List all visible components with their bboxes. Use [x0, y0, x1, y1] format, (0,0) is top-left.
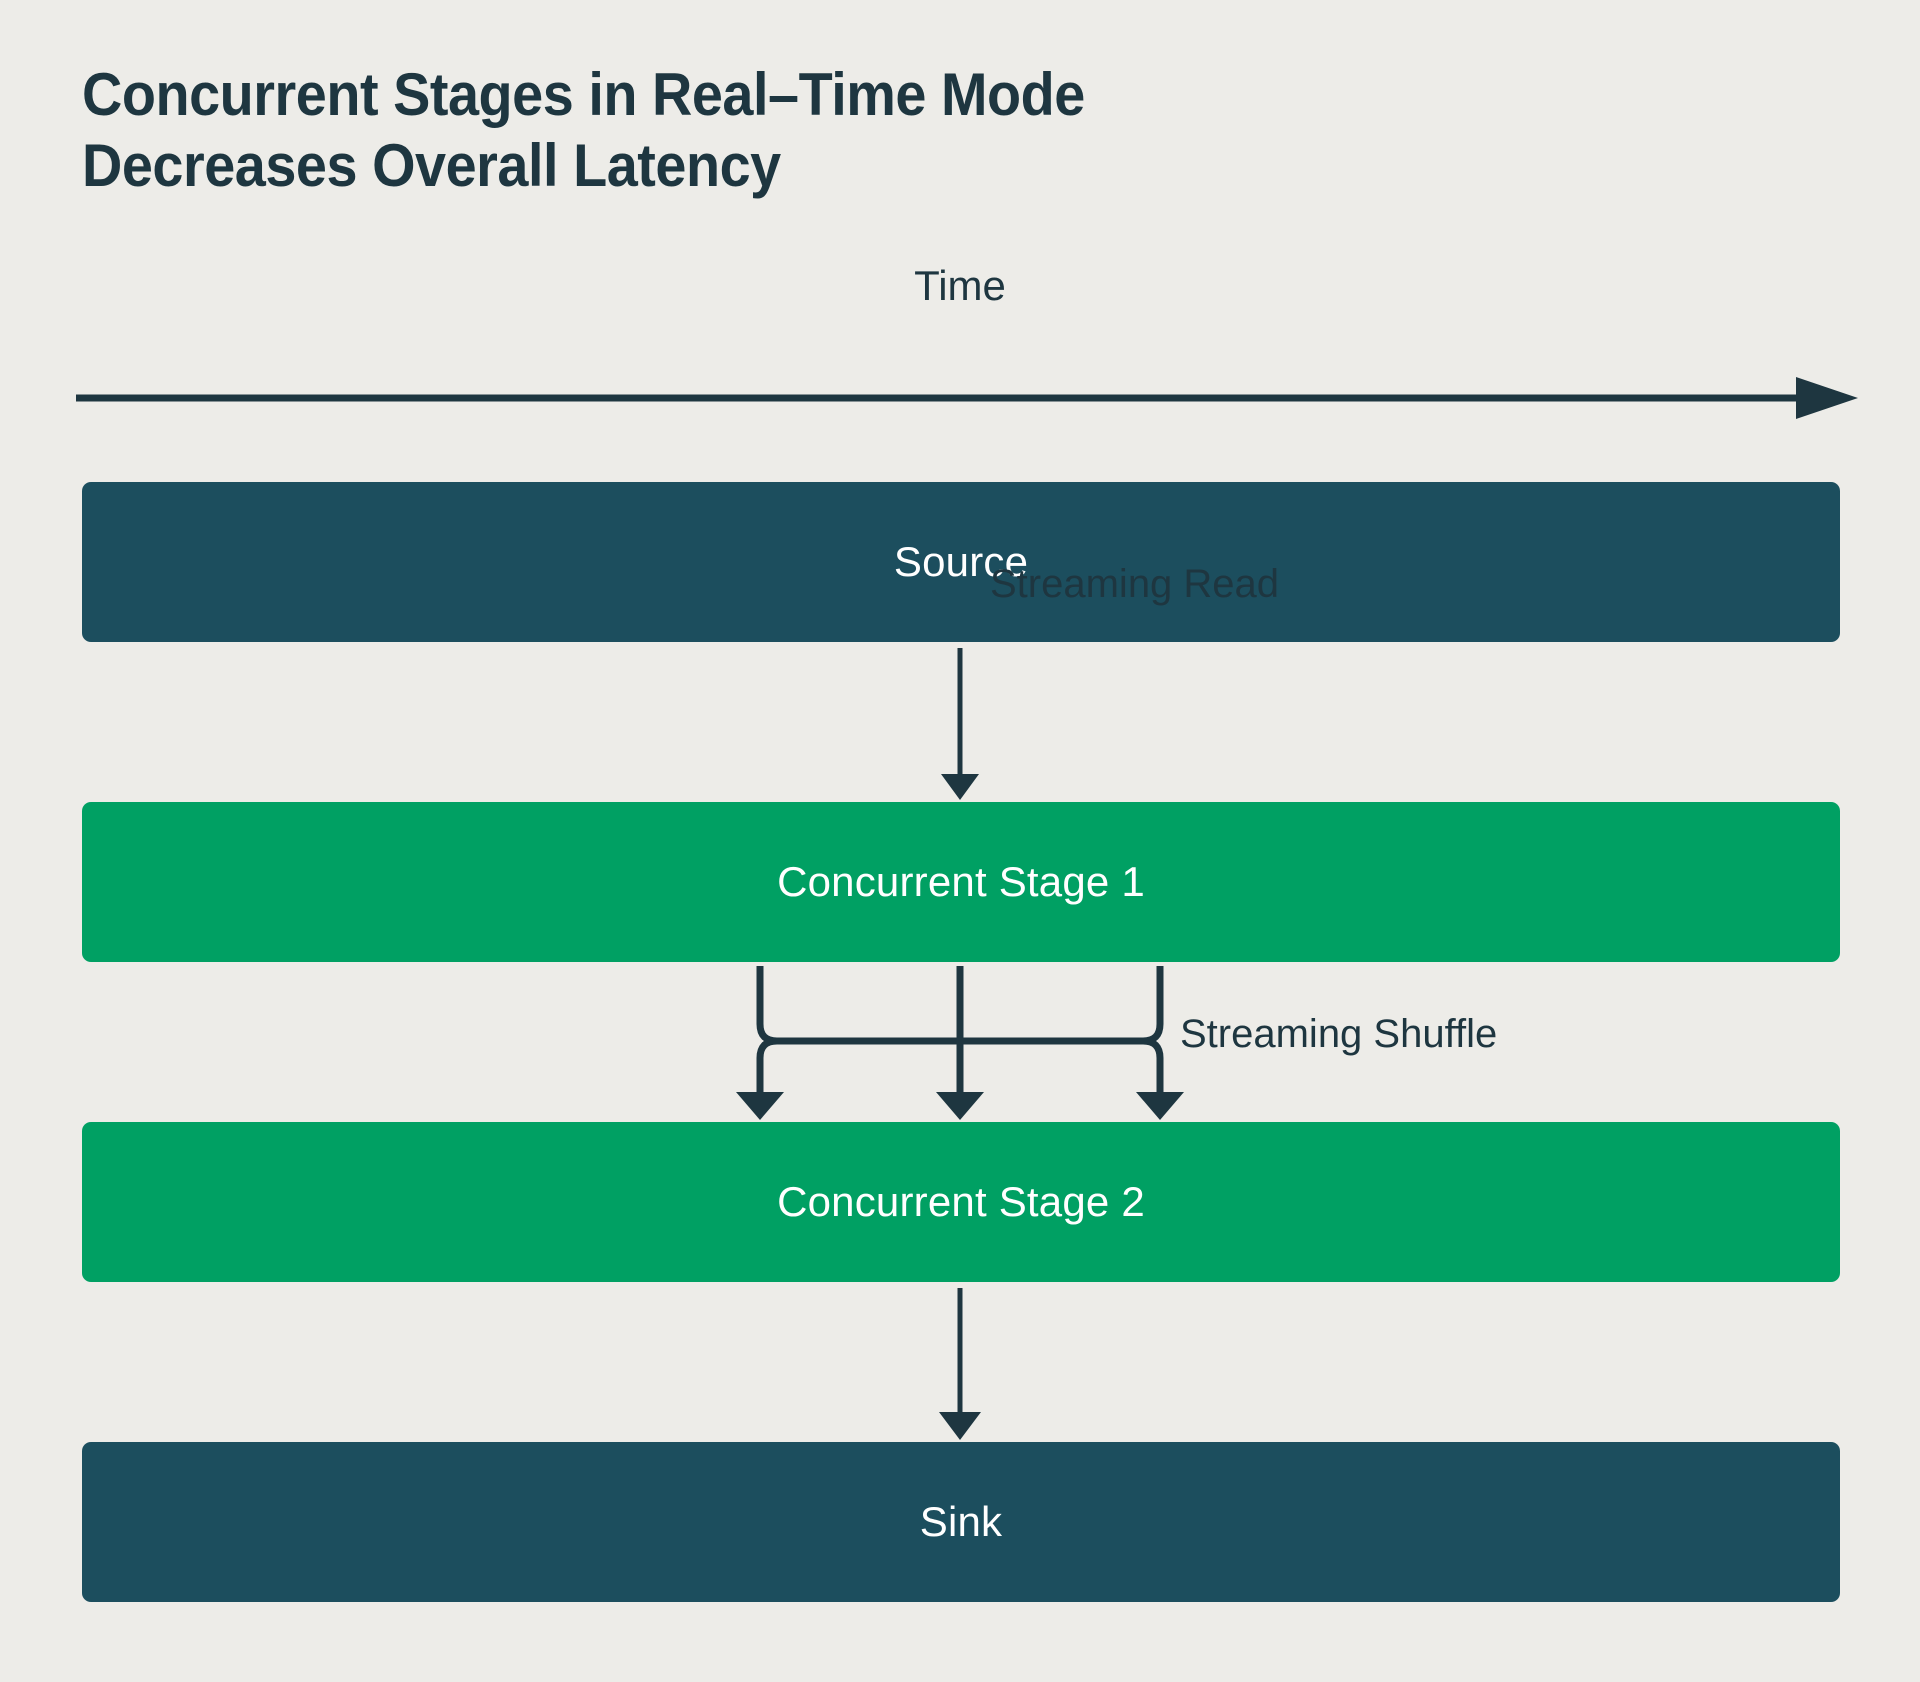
- time-axis-label: Time: [914, 262, 1006, 309]
- node-stage2-label: Concurrent Stage 2: [777, 1178, 1145, 1225]
- edge-streaming-shuffle-arrowheads: [736, 1092, 1184, 1120]
- edge-streaming-read-arrow-icon: [941, 648, 979, 800]
- node-sink[interactable]: Sink: [82, 1442, 1840, 1602]
- node-source-label: Source: [893, 538, 1029, 585]
- node-stage1-label: Concurrent Stage 1: [777, 858, 1145, 905]
- node-source[interactable]: Source: [82, 482, 1840, 642]
- edge-label-streaming-read: Streaming Read: [990, 562, 1280, 606]
- time-axis-arrow-icon: [76, 377, 1858, 419]
- edge-label-streaming-shuffle: Streaming Shuffle: [1180, 1012, 1498, 1056]
- node-stage2[interactable]: Concurrent Stage 2: [82, 1122, 1840, 1282]
- node-stage1[interactable]: Concurrent Stage 1: [82, 802, 1840, 962]
- edge-stage2-to-sink-arrow-icon: [939, 1288, 981, 1440]
- node-sink-label: Sink: [919, 1498, 1003, 1545]
- edge-streaming-shuffle-arrow-icon: [756, 966, 1164, 1098]
- page-title: Concurrent Stages in Real–Time Mode Decr…: [82, 61, 1085, 199]
